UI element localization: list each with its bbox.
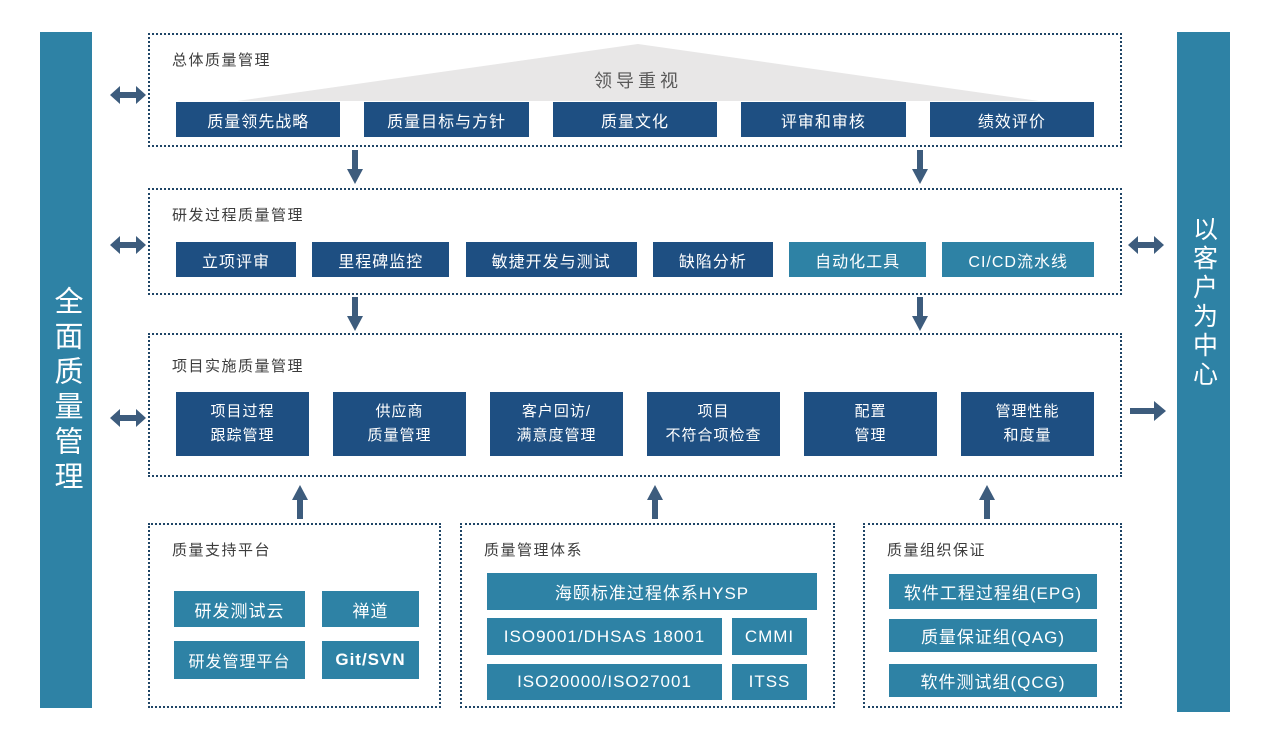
- section-title-rnd: 研发过程质量管理: [172, 207, 305, 224]
- section-quality-organization: 质量组织保证 软件工程过程组(EPG) 质量保证组(QAG) 软件测试组(QCG…: [863, 523, 1122, 708]
- item-iso9001-dhsas18001: ISO9001/DHSAS 18001: [487, 618, 722, 655]
- left-total-quality-bar: 全面质量管理: [40, 32, 92, 708]
- section-title-project: 项目实施质量管理: [172, 358, 305, 375]
- item-milestone-monitoring: 里程碑监控: [312, 242, 450, 277]
- section-title-system: 质量管理体系: [484, 542, 584, 559]
- double-arrow-icon: [1128, 234, 1164, 256]
- item-review-audit: 评审和审核: [741, 102, 906, 137]
- up-arrow-icon: [979, 485, 995, 519]
- item-cmmi: CMMI: [732, 618, 807, 655]
- item-management-performance-measure: 管理性能 和度量: [961, 392, 1094, 456]
- item-customer-visit-satisfaction: 客户回访/ 满意度管理: [490, 392, 623, 456]
- item-quality-culture: 质量文化: [552, 102, 718, 137]
- section-quality-management-system: 质量管理体系 海颐标准过程体系HYSP ISO9001/DHSAS 18001 …: [460, 523, 835, 708]
- item-hysp-standard-process: 海颐标准过程体系HYSP: [487, 573, 817, 610]
- right-customer-centric-bar: 以客户为中心: [1177, 32, 1230, 712]
- double-arrow-icon: [110, 407, 146, 429]
- item-automation-tools: 自动化工具: [789, 242, 927, 277]
- up-arrow-icon: [292, 485, 308, 519]
- leadership-banner-label: 领导重视: [594, 71, 682, 91]
- section-project-implementation-quality: 项目实施质量管理 项目过程 跟踪管理 供应商 质量管理 客户回访/ 满意度管理 …: [148, 333, 1122, 477]
- right-arrow-icon: [1130, 401, 1166, 421]
- section-title-support: 质量支持平台: [172, 542, 272, 559]
- section-overall-quality: 领导重视 总体质量管理 质量领先战略 质量目标与方针 质量文化 评审和审核 绩效…: [148, 33, 1122, 147]
- item-epg-group: 软件工程过程组(EPG): [889, 574, 1097, 609]
- item-itss: ITSS: [732, 664, 807, 700]
- item-rnd-test-cloud: 研发测试云: [174, 591, 305, 627]
- item-agile-dev-testing: 敏捷开发与测试: [465, 242, 637, 277]
- overall-button-row: 质量领先战略 质量目标与方针 质量文化 评审和审核 绩效评价: [176, 102, 1095, 137]
- item-quality-goals-policy: 质量目标与方针: [364, 102, 529, 137]
- down-arrow-icon: [347, 150, 363, 184]
- section-quality-support-platform: 质量支持平台 研发测试云 禅道 研发管理平台 Git/SVN: [148, 523, 441, 708]
- item-project-initiation-review: 立项评审: [176, 242, 297, 277]
- down-arrow-icon: [912, 150, 928, 184]
- double-arrow-icon: [110, 234, 146, 256]
- item-cicd-pipeline: CI/CD流水线: [942, 242, 1094, 277]
- double-arrow-icon: [110, 84, 146, 106]
- item-defect-analysis: 缺陷分析: [652, 242, 773, 277]
- item-performance-evaluation: 绩效评价: [929, 102, 1095, 137]
- project-button-row: 项目过程 跟踪管理 供应商 质量管理 客户回访/ 满意度管理 项目 不符合项检查…: [176, 392, 1094, 456]
- item-qcg-group: 软件测试组(QCG): [889, 664, 1097, 697]
- item-git-svn: Git/SVN: [322, 641, 419, 679]
- left-bar-label: 全面质量管理: [50, 286, 82, 496]
- section-title-org: 质量组织保证: [887, 542, 987, 559]
- right-bar-label: 以客户为中心: [1189, 216, 1218, 390]
- item-rnd-management-platform: 研发管理平台: [174, 641, 305, 679]
- item-quality-leading-strategy: 质量领先战略: [176, 102, 341, 137]
- item-configuration-management: 配置 管理: [804, 392, 937, 456]
- item-zentao: 禅道: [322, 591, 419, 627]
- down-arrow-icon: [347, 297, 363, 331]
- item-nonconformity-check: 项目 不符合项检查: [647, 392, 780, 456]
- up-arrow-icon: [647, 485, 663, 519]
- section-title-overall: 总体质量管理: [172, 52, 272, 69]
- item-qag-group: 质量保证组(QAG): [889, 619, 1097, 652]
- item-supplier-quality: 供应商 质量管理: [333, 392, 466, 456]
- item-project-process-tracking: 项目过程 跟踪管理: [176, 392, 309, 456]
- section-rnd-process-quality: 研发过程质量管理 立项评审 里程碑监控 敏捷开发与测试 缺陷分析 自动化工具 C…: [148, 188, 1122, 295]
- rnd-button-row: 立项评审 里程碑监控 敏捷开发与测试 缺陷分析 自动化工具 CI/CD流水线: [176, 242, 1094, 277]
- down-arrow-icon: [912, 297, 928, 331]
- item-iso20000-iso27001: ISO20000/ISO27001: [487, 664, 722, 700]
